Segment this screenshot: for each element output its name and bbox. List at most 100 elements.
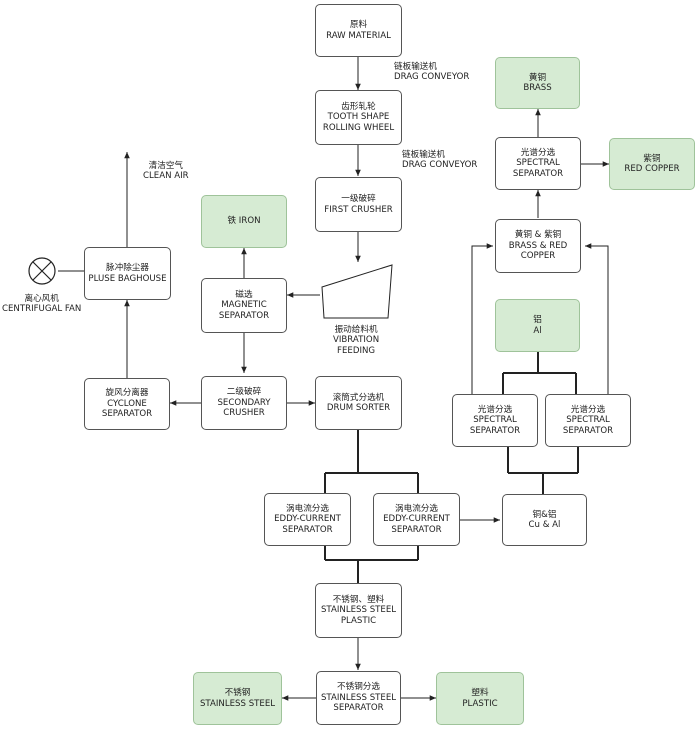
cu-al-box-line-1: 铜&铝 xyxy=(532,509,557,520)
secondary-crusher-box-line-1: 二级破碎 xyxy=(226,387,262,398)
raw-material-box-line-1: 原料 xyxy=(349,20,368,31)
drum-sorter-box-line-1: 滚筒式分选机 xyxy=(332,392,385,403)
cyclone-separator-box-line-2: CYCLONE xyxy=(107,398,147,409)
spectral-separator-top-box-line-3: SEPARATOR xyxy=(512,168,564,179)
stainless-steel-plastic-box-line-3: PLASTIC xyxy=(340,615,377,626)
brass-red-copper-box-line-2: BRASS & RED xyxy=(508,240,568,251)
magnetic-separator-box-line-1: 磁选 xyxy=(235,289,253,300)
spectral-separator-right-box-line-1: 光谱分选 xyxy=(570,404,606,415)
centrifugal-fan-label-line-2: CENTRIFUGAL FAN xyxy=(2,304,82,315)
cyclone-separator-box-line-1: 旋风分离器 xyxy=(105,388,149,399)
stainless-steel-plastic-box-line-2: STAINLESS STEEL xyxy=(320,605,397,616)
brass-red-copper-box-line-1: 黄铜 & 紫铜 xyxy=(514,230,562,241)
magnetic-separator-box-line-3: SEPARATOR xyxy=(218,310,270,321)
cyclone-separator-box-line-3: SEPARATOR xyxy=(101,409,153,420)
vibration-feeding-label-line-2: VIBRATION xyxy=(333,335,380,346)
brass-box-line-2: BRASS xyxy=(523,83,552,93)
pulse-baghouse-box-line-2: PLUSE BAGHOUSE xyxy=(88,273,167,284)
drag-conveyor-label-2-line-2: DRAG CONVEYOR xyxy=(402,160,478,171)
plastic-box-line-2: PLASTIC xyxy=(462,698,498,709)
iron-box-line-1: 铁 IRON xyxy=(227,216,261,227)
plastic-box-line-1: 塑料 xyxy=(471,688,489,699)
spectral-separator-top-box-line-1: 光谱分选 xyxy=(520,147,556,158)
tooth-rolling-wheel-box-line-2: TOOTH SHAPE xyxy=(327,112,390,123)
spectral-separator-left-box-line-3: SEPARATOR xyxy=(469,425,521,436)
drum-sorter-box-line-2: DRUM SORTER xyxy=(326,403,391,413)
drag-conveyor-label-1-line-2: DRAG CONVEYOR xyxy=(394,72,470,83)
first-crusher-box-line-1: 一级破碎 xyxy=(341,194,376,205)
magnetic-separator-box-line-2: MAGNETIC xyxy=(221,300,267,311)
raw-material-box-line-2: RAW MATERIAL xyxy=(326,30,391,41)
tooth-rolling-wheel-box-line-1: 齿形轧轮 xyxy=(341,101,376,112)
eddy-current-separator-right-box-line-2: EDDY-CURRENT xyxy=(383,514,450,525)
stainless-steel-box-line-1: 不锈钢 xyxy=(224,688,251,699)
pulse-baghouse-box-line-1: 脉冲除尘器 xyxy=(106,263,149,274)
clean-air-label-line-1: 清洁空气 xyxy=(148,161,184,171)
first-crusher-box-line-2: FIRST CRUSHER xyxy=(324,204,393,215)
stainless-steel-separator-box-line-2: STAINLESS STEEL xyxy=(320,692,397,703)
spectral-separator-top-box-line-2: SPECTRAL xyxy=(516,158,560,169)
spectral-separator-right-box-line-2: SPECTRAL xyxy=(566,415,610,426)
stainless-steel-separator-box-line-3: SEPARATOR xyxy=(333,703,384,714)
stainless-steel-box-line-2: STAINLESS STEEL xyxy=(199,698,276,709)
eddy-current-separator-left-box-line-1: 涡电流分选 xyxy=(286,503,329,514)
tooth-rolling-wheel-box-line-3: ROLLING WHEEL xyxy=(322,122,395,133)
red-copper-box-line-2: RED COPPER xyxy=(624,164,680,174)
vibration-feeding-label-line-1: 振动给料机 xyxy=(334,325,378,335)
drag-conveyor-label-1-line-1: 链板输送机 xyxy=(394,62,437,72)
stainless-steel-plastic-box-line-1: 不锈钢、塑料 xyxy=(332,594,385,605)
brass-red-copper-box-line-3: COPPER xyxy=(520,251,556,262)
secondary-crusher-box-line-3: CRUSHER xyxy=(223,408,265,419)
spectral-separator-left-box-line-2: SPECTRAL xyxy=(473,415,517,426)
eddy-current-separator-left-box-line-2: EDDY-CURRENT xyxy=(274,514,341,525)
aluminium-box-line-2: Al xyxy=(533,325,542,336)
centrifugal-fan-icon xyxy=(28,257,56,285)
vibration-feeder-shape xyxy=(321,264,393,319)
iron-box: 铁 IRON xyxy=(201,195,287,248)
eddy-current-separator-right-box-line-1: 涡电流分选 xyxy=(395,503,438,514)
cu-al-box-line-2: Cu & Al xyxy=(528,520,561,530)
eddy-current-separator-right-box-line-3: SEPARATOR xyxy=(391,524,442,535)
centrifugal-fan-label-line-1: 离心风机 xyxy=(24,294,59,304)
secondary-crusher-box-line-2: SECONDARY xyxy=(217,397,271,408)
drag-conveyor-label-2-line-1: 链板输送机 xyxy=(402,150,445,160)
stainless-steel-separator-box-line-1: 不锈钢分选 xyxy=(337,682,380,693)
brass-box-line-1: 黄铜 xyxy=(528,72,547,83)
red-copper-box-line-1: 紫铜 xyxy=(643,153,661,164)
spectral-separator-left-box-line-1: 光谱分选 xyxy=(477,404,513,415)
aluminium-box-line-1: 铝 xyxy=(533,315,542,326)
edge-spectral-l-brassred xyxy=(471,243,493,394)
clean-air-label-line-2: CLEAN AIR xyxy=(143,171,189,182)
spectral-separator-right-box-line-3: SEPARATOR xyxy=(562,425,614,436)
eddy-current-separator-left-box-line-3: SEPARATOR xyxy=(282,524,333,535)
edge-spectral-r-brassred xyxy=(585,243,609,394)
